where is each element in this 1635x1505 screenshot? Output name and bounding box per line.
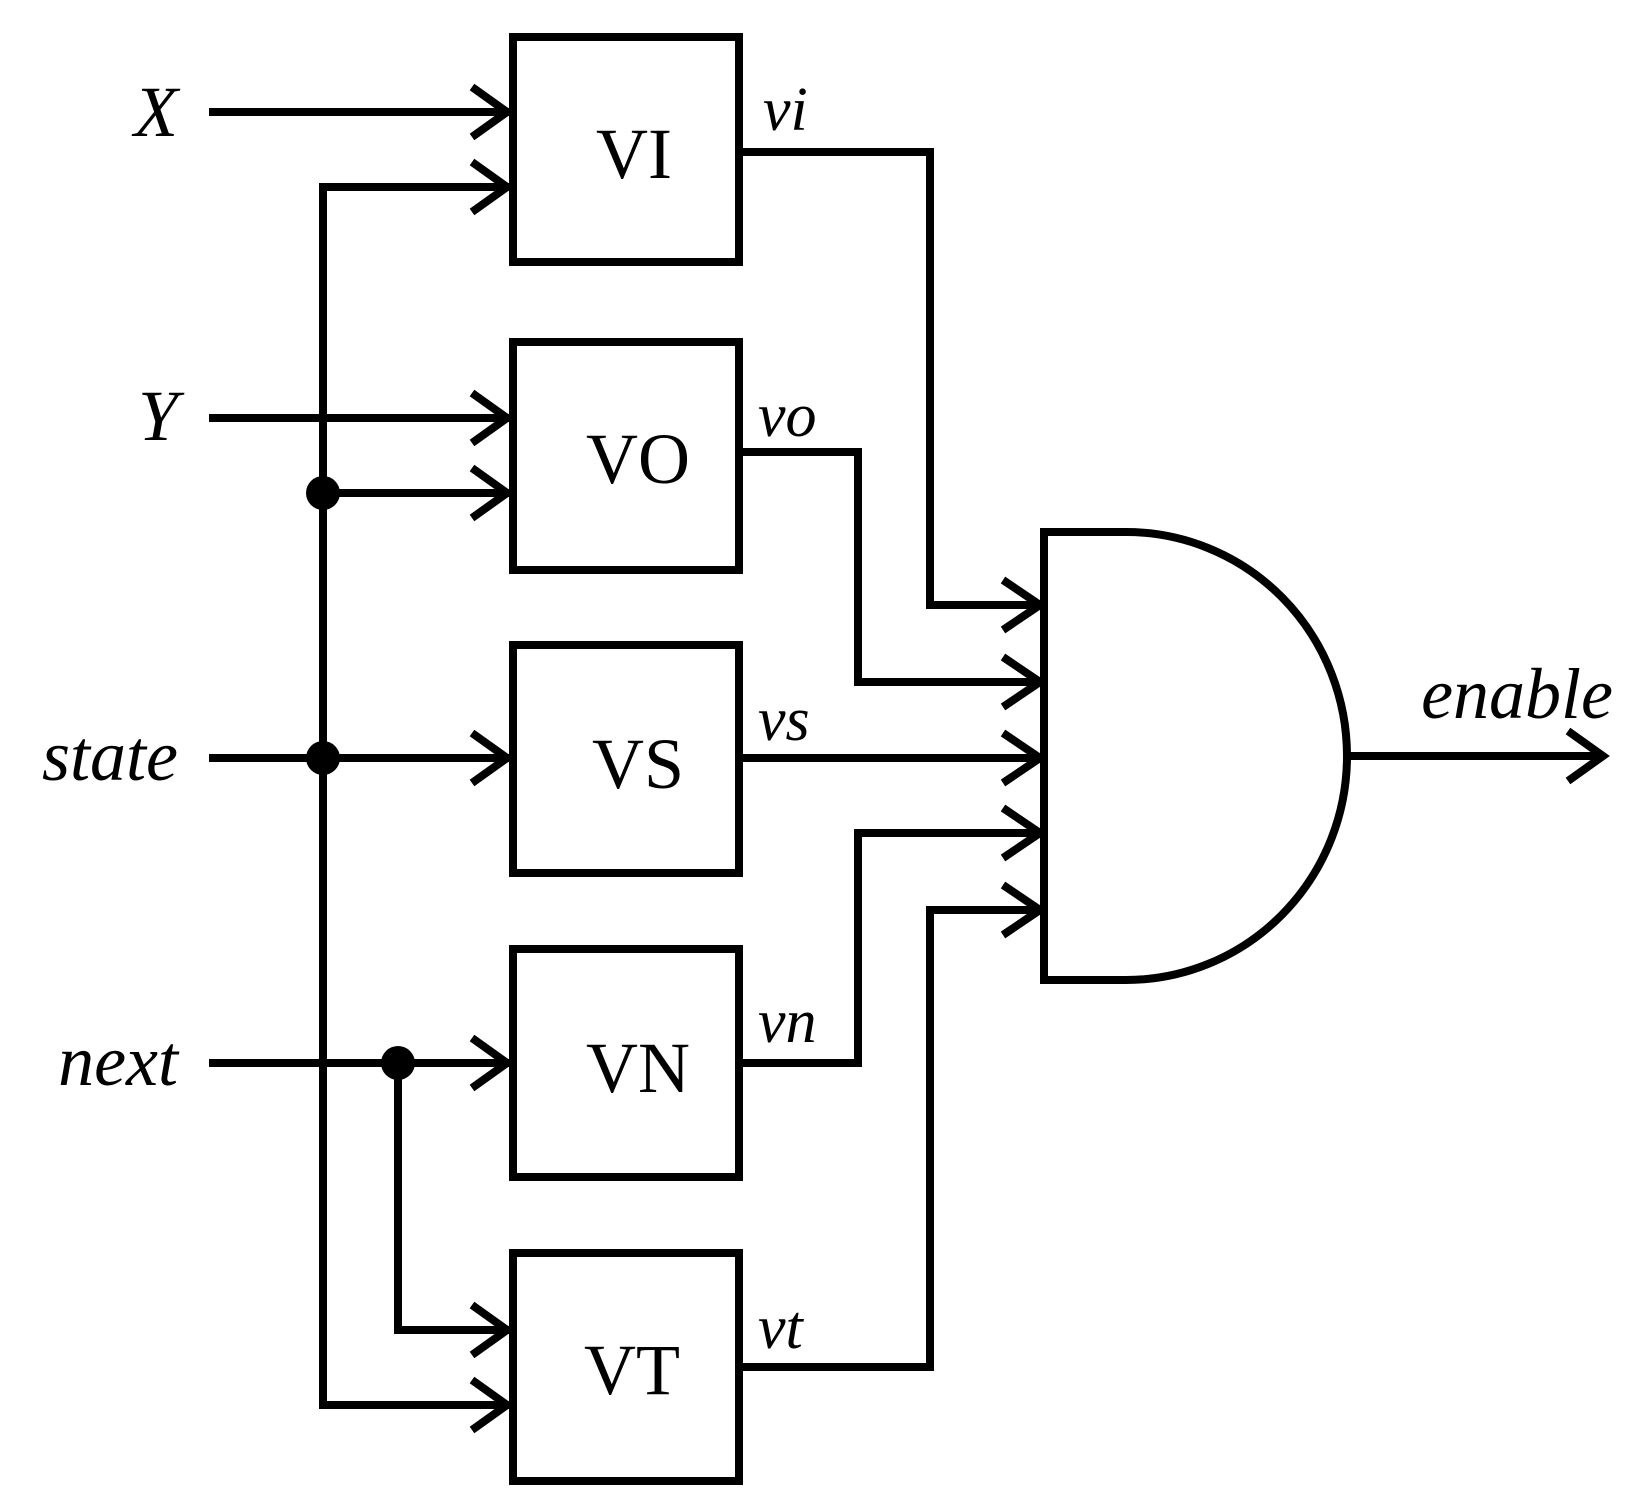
signal-label-vi: vi	[763, 76, 808, 144]
junction-dot-state	[306, 741, 340, 775]
block-vs-box	[509, 641, 743, 877]
block-vi: VI	[509, 33, 743, 266]
input-label-x: X	[131, 72, 181, 152]
wire-vi	[735, 148, 1044, 609]
wire-vn	[735, 829, 1044, 1067]
junction-dot-next	[381, 1046, 415, 1080]
arrowhead-y-vo	[469, 389, 514, 447]
block-vs-label: VS	[592, 724, 684, 804]
arrowhead-next-vn	[469, 1034, 514, 1092]
and-gate	[1040, 528, 1351, 984]
block-vn-label: VN	[586, 1028, 690, 1108]
signal-label-vs: vs	[758, 686, 810, 754]
signal-label-vt: vt	[758, 1294, 805, 1362]
input-label-y: Y	[138, 376, 185, 456]
block-vs: VS	[509, 641, 743, 877]
signal-label-vn: vn	[758, 988, 817, 1056]
block-vi-label: VI	[596, 114, 672, 194]
wire-vt	[735, 906, 1044, 1371]
wire-vo	[735, 448, 1044, 686]
block-vn: VN	[509, 945, 743, 1181]
block-vt-box	[509, 1249, 743, 1485]
arrowhead-state-vs	[469, 729, 514, 787]
wire-state-bus	[319, 183, 509, 1409]
arrowhead-next-vt	[469, 1301, 514, 1359]
wire-next-to-vt	[394, 1059, 509, 1334]
output-label-enable: enable	[1421, 654, 1613, 734]
block-vo-label: VO	[586, 419, 690, 499]
input-label-state: state	[42, 716, 178, 796]
block-vt: VT	[509, 1249, 743, 1485]
block-vo-box	[509, 338, 743, 574]
block-vn-box	[509, 945, 743, 1181]
input-label-next: next	[58, 1021, 180, 1101]
block-vo: VO	[509, 338, 743, 574]
arrowhead-state-vt	[469, 1376, 514, 1434]
arrowhead-enable	[1565, 727, 1610, 785]
arrowhead-state-vo	[469, 464, 514, 522]
arrowhead-state-vi	[469, 158, 514, 216]
arrowhead-x-vi	[469, 83, 514, 141]
junction-dot-state-vo	[306, 476, 340, 510]
signal-label-vo: vo	[758, 382, 817, 450]
block-vt-label: VT	[584, 1330, 680, 1410]
